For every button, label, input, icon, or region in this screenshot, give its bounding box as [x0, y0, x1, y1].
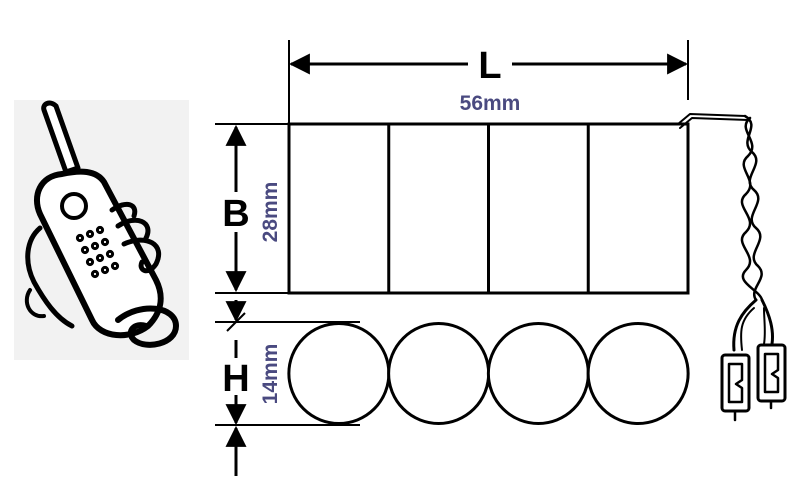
- cell-circle: [486, 322, 590, 425]
- height-letter: H: [222, 358, 249, 400]
- height-value: 14mm: [259, 344, 282, 405]
- battery-pack-side-view: [287, 322, 690, 425]
- length-dimension: L 56mm: [288, 40, 689, 126]
- cordless-phone-icon: [14, 100, 189, 360]
- cell-circle: [586, 322, 690, 425]
- connector-plug-right: [756, 343, 787, 410]
- breadth-dimension: B 28mm: [215, 123, 289, 294]
- breadth-value: 28mm: [259, 182, 282, 243]
- cell-circle: [287, 322, 391, 425]
- battery-pack-top-view: [287, 122, 690, 295]
- breadth-letter: B: [222, 193, 249, 235]
- length-letter: L: [478, 45, 501, 87]
- height-dimension: H 14mm: [215, 300, 360, 476]
- wire-connector-icon: [677, 113, 787, 422]
- cell-circle: [387, 322, 491, 425]
- connector-plug-left: [720, 353, 751, 422]
- length-value: 56mm: [460, 92, 521, 115]
